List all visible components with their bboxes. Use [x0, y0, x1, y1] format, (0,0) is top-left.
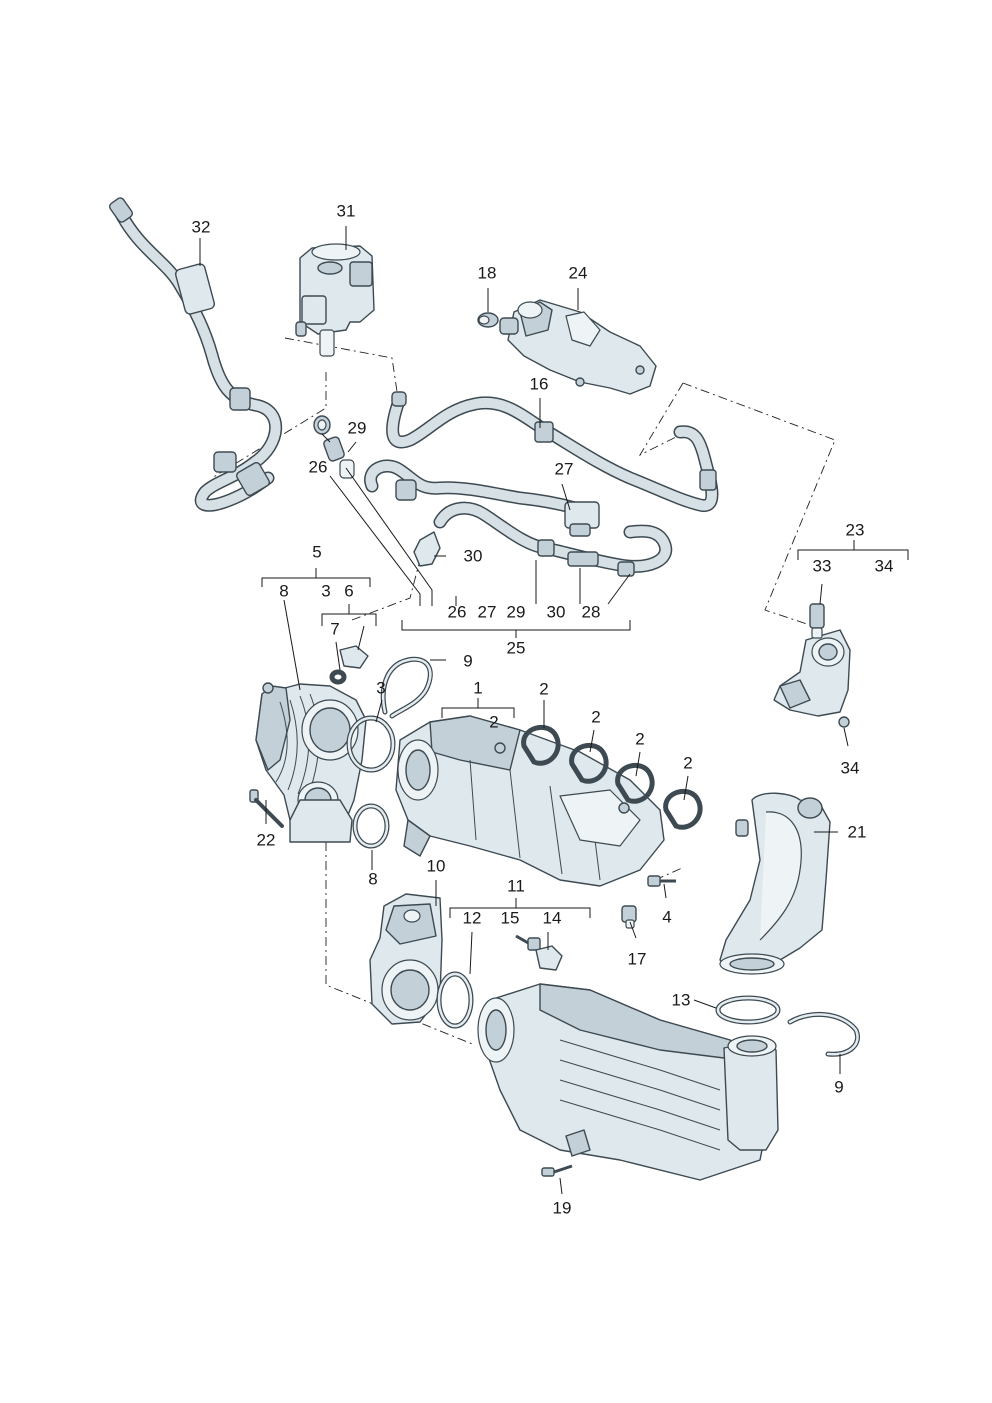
part-15-screw — [515, 934, 541, 951]
label-34-top[interactable]: 34 — [875, 557, 894, 576]
label-10[interactable]: 10 — [427, 857, 446, 876]
part-23-flange — [773, 629, 851, 717]
label-14[interactable]: 14 — [543, 909, 562, 928]
part-2-gaskets — [521, 724, 703, 830]
part-17-sensor — [621, 905, 637, 929]
connection-lines — [211, 337, 836, 1046]
part-18-fitting — [477, 312, 499, 328]
bracket-lines — [261, 540, 909, 918]
label-32[interactable]: 32 — [192, 218, 211, 237]
part-3-gasket — [346, 715, 396, 773]
part-7-oring — [329, 669, 347, 685]
label-24[interactable]: 24 — [569, 264, 588, 283]
part-13-oring — [715, 995, 781, 1025]
label-1[interactable]: 1 — [473, 679, 482, 698]
label-6[interactable]: 6 — [344, 582, 353, 601]
part-1-intake-manifold — [395, 715, 665, 887]
label-19[interactable]: 19 — [553, 1199, 572, 1218]
label-22[interactable]: 22 — [257, 831, 276, 850]
part-9-clip-upper — [380, 656, 433, 719]
label-2-a[interactable]: 2 — [539, 680, 548, 699]
label-31[interactable]: 31 — [337, 202, 356, 221]
label-15[interactable]: 15 — [501, 909, 520, 928]
label-29-bottom[interactable]: 29 — [507, 603, 526, 622]
part-labels: 32 31 18 24 16 29 26 27 30 5 8 3 6 7 26 … — [192, 202, 894, 1218]
label-2-d[interactable]: 2 — [683, 754, 692, 773]
label-9-bottom[interactable]: 9 — [834, 1078, 843, 1097]
label-8-top[interactable]: 8 — [279, 582, 288, 601]
label-2-b[interactable]: 2 — [591, 708, 600, 727]
label-27-top[interactable]: 27 — [555, 460, 574, 479]
part-33-sensor — [809, 603, 825, 639]
label-29-top[interactable]: 29 — [348, 419, 367, 438]
part-16-hose — [386, 391, 719, 512]
part-21-charge-air-pipe — [719, 792, 831, 975]
label-26-bottom[interactable]: 26 — [448, 603, 467, 622]
part-8-intake-housing — [255, 682, 367, 843]
label-16[interactable]: 16 — [530, 375, 549, 394]
label-21[interactable]: 21 — [848, 823, 867, 842]
label-25[interactable]: 25 — [507, 639, 526, 658]
label-28[interactable]: 28 — [582, 603, 601, 622]
label-34-bottom[interactable]: 34 — [841, 759, 860, 778]
label-4[interactable]: 4 — [662, 908, 671, 927]
part-34-screw — [838, 716, 850, 728]
part-22-bolt — [249, 789, 284, 828]
part-4-bolt — [647, 875, 676, 887]
label-11[interactable]: 11 — [507, 877, 525, 896]
label-26-top[interactable]: 26 — [309, 458, 328, 477]
part-6-sensor — [339, 645, 369, 669]
part-10-throttle-body — [369, 893, 443, 1025]
part-11-charge-air-cooler — [477, 983, 779, 1181]
part-32-vent-hose — [109, 197, 283, 512]
leader-lines — [199, 226, 849, 1195]
label-30-bottom[interactable]: 30 — [547, 603, 566, 622]
label-13[interactable]: 13 — [672, 991, 691, 1010]
label-17[interactable]: 17 — [628, 950, 647, 969]
part-8-gasket — [352, 803, 390, 849]
part-26-clamp — [313, 415, 331, 435]
label-33[interactable]: 33 — [813, 557, 832, 576]
label-2-c[interactable]: 2 — [635, 730, 644, 749]
label-30-top[interactable]: 30 — [464, 547, 483, 566]
label-23[interactable]: 23 — [846, 521, 865, 540]
part-14-sensor — [535, 945, 563, 971]
label-12[interactable]: 12 — [463, 909, 482, 928]
part-31-valve — [295, 243, 375, 357]
part-12-oring — [436, 971, 474, 1029]
label-9-top[interactable]: 9 — [463, 652, 472, 671]
label-2-group[interactable]: 2 — [489, 713, 498, 732]
part-24-housing — [499, 299, 657, 395]
label-27-bottom[interactable]: 27 — [478, 603, 497, 622]
part-30-elbow — [413, 531, 441, 567]
part-19-bolt — [541, 1164, 573, 1177]
part-9-clip-lower — [787, 1011, 860, 1057]
label-8-bottom[interactable]: 8 — [368, 870, 377, 889]
label-5[interactable]: 5 — [312, 543, 321, 562]
label-3-top[interactable]: 3 — [321, 582, 330, 601]
label-18[interactable]: 18 — [478, 264, 497, 283]
part-25-hose-group — [364, 459, 673, 577]
label-7[interactable]: 7 — [330, 620, 339, 639]
label-3-bottom[interactable]: 3 — [376, 679, 385, 698]
